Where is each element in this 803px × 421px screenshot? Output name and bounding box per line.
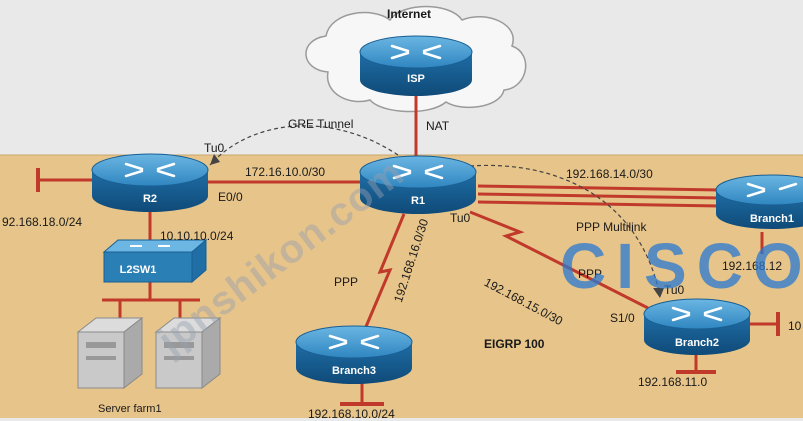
switch-l2sw1[interactable] <box>102 238 208 284</box>
internet-label: Internet <box>387 7 432 21</box>
nat-label: NAT <box>426 119 450 133</box>
r1-tu0-label: Tu0 <box>450 211 471 225</box>
ppp-multilink-label: PPP Multilink <box>576 220 647 234</box>
r1-router-label: R1 <box>410 195 426 207</box>
cisco-logo: CISCO <box>560 230 803 302</box>
branch3-lan-label: 192.168.10.0/24 <box>308 407 395 421</box>
r1-r2-subnet-label: 172.16.10.0/30 <box>245 165 326 179</box>
r2-tu0-label: Tu0 <box>204 141 225 155</box>
router-r1[interactable] <box>359 155 477 214</box>
server-icon-2 <box>154 316 222 390</box>
link-r1-branch2 <box>469 210 649 310</box>
branch3-router-label: Branch3 <box>331 365 377 377</box>
branch2-tu0-label: Tu0 <box>664 283 685 297</box>
r2-e0-label: E0/0 <box>218 190 243 204</box>
server-icon-1 <box>76 316 144 390</box>
gre-tunnel-r1-branch2 <box>469 164 661 297</box>
link-r1-branch3 <box>360 213 406 337</box>
branch2-ppp-label: PPP <box>578 267 603 281</box>
switch-subnet-label: 10.10.10.0/24 <box>160 229 234 243</box>
link-multilink-2 <box>477 192 721 200</box>
r1-branch1-subnet-label: 192.168.14.0/30 <box>566 167 653 181</box>
isp-router-label: ISP <box>407 73 425 85</box>
gre-tunnel-label: GRE Tunnel <box>288 117 354 131</box>
link-multilink-1 <box>477 184 721 192</box>
r2-router-label: R2 <box>142 193 158 205</box>
switch-label: L2SW1 <box>119 264 157 276</box>
router-branch2[interactable] <box>643 298 751 355</box>
eigrp-label: EIGRP 100 <box>484 337 545 351</box>
gre-tunnel-r1-r2 <box>209 125 399 166</box>
router-isp[interactable] <box>359 35 473 96</box>
branch2-lan2-label: 10 <box>788 319 802 333</box>
router-branch1[interactable] <box>715 174 803 229</box>
branch2-s1-label: S1/0 <box>610 311 635 325</box>
server-farm-label: Server farm1 <box>98 403 162 415</box>
branch2-lan-label: 192.168.11.0 <box>638 375 708 389</box>
router-branch3[interactable] <box>295 325 413 384</box>
branch2-router-label: Branch2 <box>674 337 720 349</box>
branch1-lan-label: 192.168.12 <box>722 259 783 273</box>
r2-lan-subnet-label: 92.168.18.0/24 <box>2 215 83 229</box>
branch3-ppp-label: PPP <box>334 275 359 289</box>
branch1-router-label: Branch1 <box>749 213 795 225</box>
router-r2[interactable] <box>91 153 209 212</box>
link-multilink-3 <box>477 200 721 208</box>
